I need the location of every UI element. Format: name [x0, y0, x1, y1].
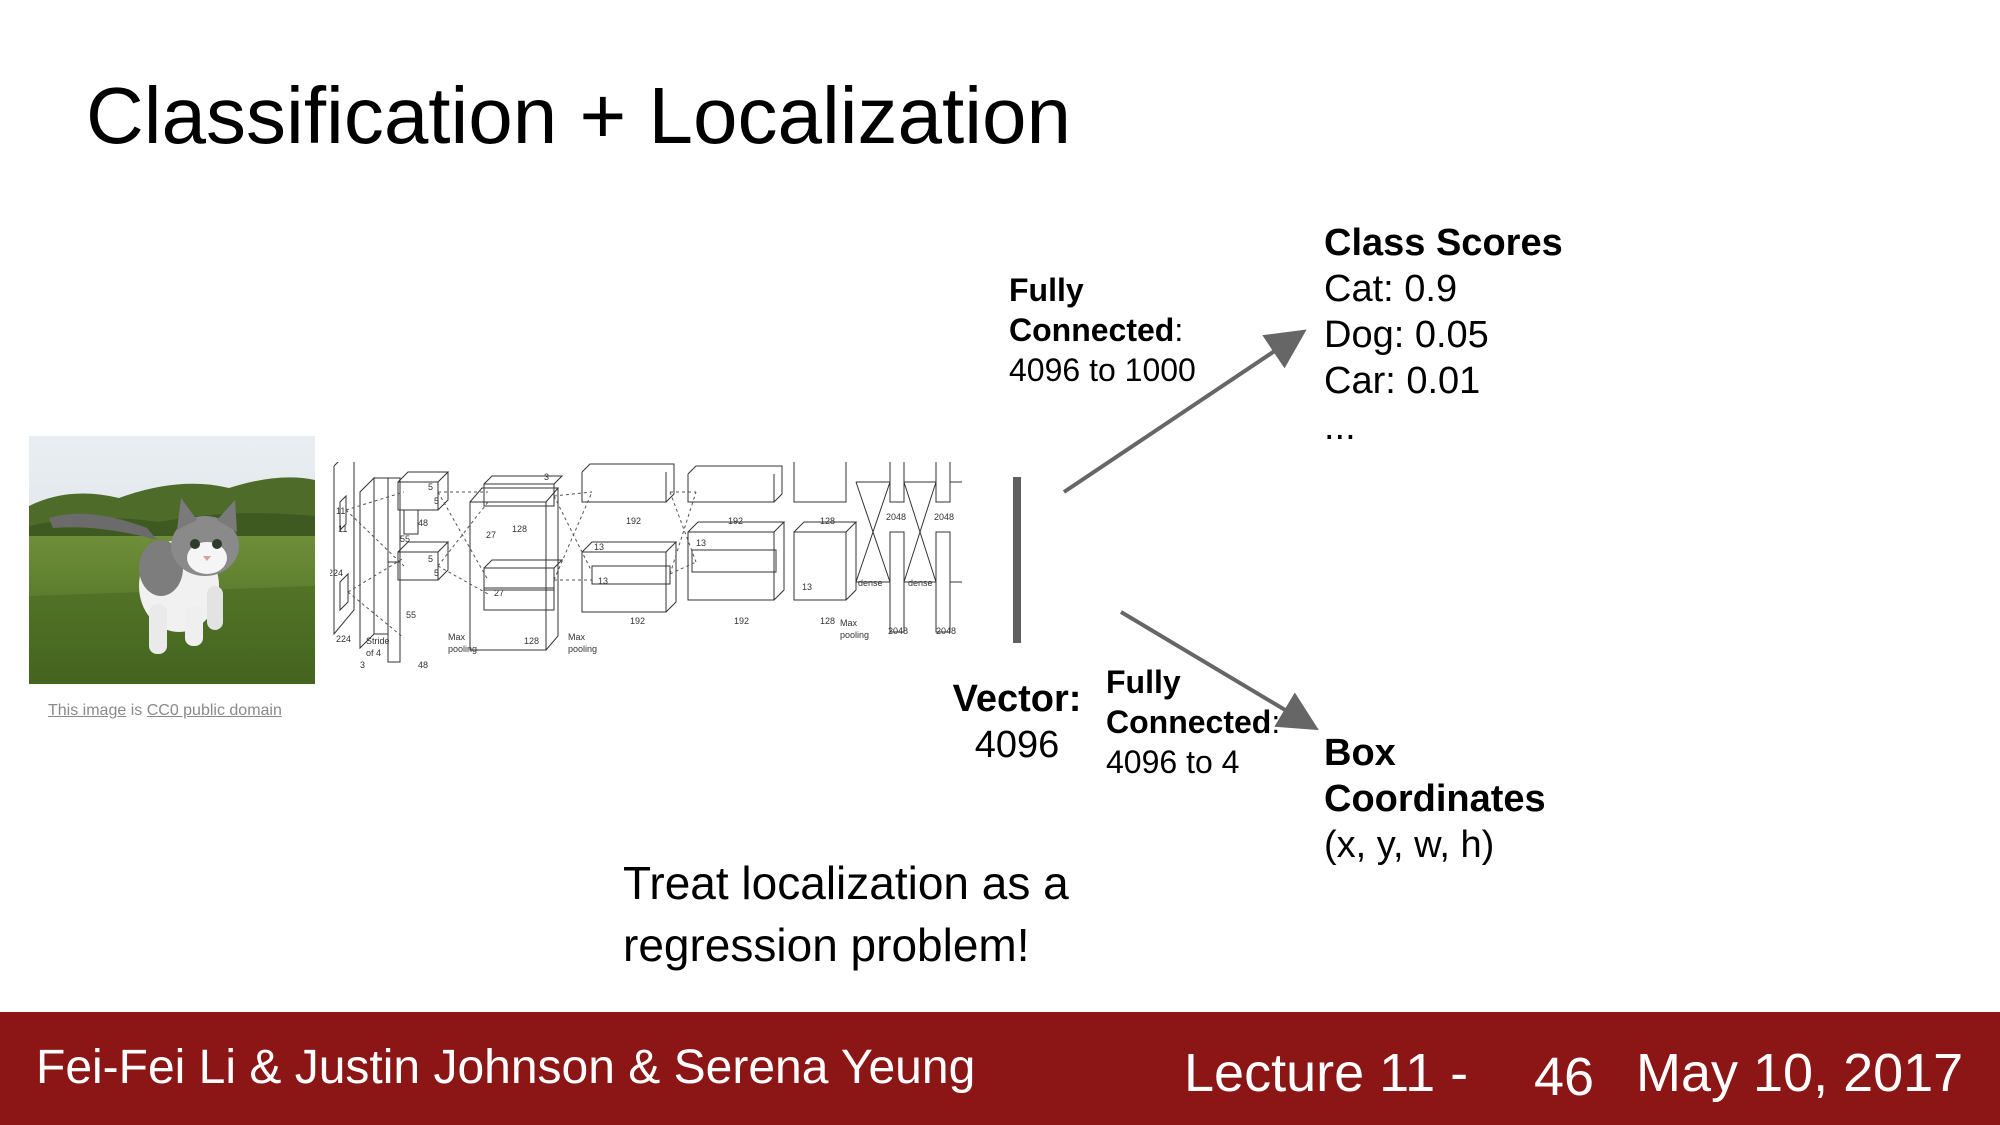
net-label-5d: 5: [434, 568, 439, 578]
fc-classification-label: Fully Connected: 4096 to 1000: [1009, 270, 1196, 390]
net-label-5a: 5: [428, 482, 433, 492]
net-label-27a: 27: [486, 530, 496, 540]
cnn-architecture-diagram: 224 224 11 11 3 Stride of 4 55 55 5 5 5 …: [328, 452, 962, 674]
net-label-dense2: dense: [908, 578, 933, 588]
class-score-item: ...: [1324, 406, 1356, 448]
net-label-13b: 13: [598, 576, 608, 586]
net-label-128a: 128: [512, 524, 527, 534]
class-score-item: Car: 0.01: [1324, 360, 1481, 402]
net-label-2048b: 2048: [934, 512, 954, 522]
class-score-item: Cat: 0.9: [1324, 268, 1458, 310]
net-label-48a: 48: [418, 518, 428, 528]
fc-regression-label: Fully Connected: 4096 to 4: [1106, 662, 1280, 782]
net-label-48b: 48: [418, 660, 428, 670]
net-label-55a: 55: [400, 534, 410, 544]
fc-top-colon: :: [1174, 312, 1184, 348]
box-heading-1: Box: [1324, 732, 1396, 774]
fc-bot-line1: Fully: [1106, 664, 1181, 700]
box-coordinates: Box Coordinates (x, y, w, h): [1324, 730, 1546, 868]
fc-top-line3: 4096 to 1000: [1009, 352, 1196, 388]
license-link[interactable]: CC0 public domain: [146, 702, 282, 719]
net-label-128b: 128: [524, 636, 539, 646]
regression-note: Treat localization as a regression probl…: [623, 852, 1069, 976]
net-label-2048a: 2048: [886, 512, 906, 522]
image-link[interactable]: This image: [48, 702, 127, 719]
net-label-27b: 27: [494, 588, 504, 598]
feature-vector-bar: [1013, 477, 1021, 643]
fc-bot-line3: 4096 to 4: [1106, 744, 1240, 780]
slide-footer: Fei-Fei Li & Justin Johnson & Serena Yeu…: [0, 1012, 2000, 1125]
net-label-192a: 192: [626, 516, 641, 526]
class-score-item: Dog: 0.05: [1324, 314, 1489, 356]
regression-note-line2: regression problem!: [623, 919, 1030, 971]
net-label-128d: 128: [820, 616, 835, 626]
net-label-13a: 13: [594, 542, 604, 552]
vector-label: Vector: 4096: [950, 676, 1084, 768]
footer-date: May 10, 2017: [1636, 1043, 1964, 1103]
net-label-pooling1: pooling: [448, 644, 477, 654]
net-label-13c: 13: [696, 538, 706, 548]
net-label-dense1: dense: [858, 578, 883, 588]
box-value: (x, y, w, h): [1324, 824, 1495, 866]
net-label-maxpool2: Max: [568, 632, 586, 642]
footer-authors: Fei-Fei Li & Justin Johnson & Serena Yeu…: [36, 1041, 976, 1094]
net-label-13d: 13: [802, 582, 812, 592]
net-label-11b: 11: [338, 524, 347, 534]
net-label-pooling2: pooling: [568, 644, 597, 654]
net-label-stride: Stride: [366, 636, 390, 646]
fc-bot-colon: :: [1271, 704, 1281, 740]
net-label-192c: 192: [728, 516, 743, 526]
net-label-3: 3: [360, 660, 365, 670]
regression-note-line1: Treat localization as a: [623, 857, 1069, 909]
vector-heading: Vector:: [952, 678, 1082, 720]
kitten-photo: [29, 436, 315, 684]
net-label-5b: 5: [434, 496, 439, 506]
net-label-224a: 224: [330, 568, 343, 578]
net-label-3b: 3: [544, 472, 549, 482]
image-credit: This image is CC0 public domain: [48, 702, 282, 720]
net-label-2048c: 2048: [888, 626, 908, 636]
net-label-maxpool3: Max: [840, 618, 858, 628]
fc-bot-line2: Connected: [1106, 704, 1272, 740]
net-label-maxpool1: Max: [448, 632, 466, 642]
slide-title: Classification + Localization: [86, 71, 1071, 160]
footer-page-number: 46: [1534, 1047, 1595, 1107]
box-heading-2: Coordinates: [1324, 778, 1546, 820]
net-label-11a: 11: [336, 506, 345, 516]
net-label-192b: 192: [630, 616, 645, 626]
net-label-128c: 128: [820, 516, 835, 526]
credit-middle-text: is: [126, 702, 147, 719]
net-label-192d: 192: [734, 616, 749, 626]
net-label-pooling3: pooling: [840, 630, 869, 640]
class-scores-heading: Class Scores: [1324, 222, 1563, 264]
fc-top-line2: Connected: [1009, 312, 1175, 348]
net-label-55b: 55: [406, 610, 416, 620]
net-label-5c: 5: [428, 554, 433, 564]
net-label-224b: 224: [336, 634, 351, 644]
net-label-of4: of 4: [366, 648, 381, 658]
vector-size: 4096: [974, 724, 1060, 766]
fc-top-line1: Fully: [1009, 272, 1084, 308]
footer-lecture: Lecture 11 -: [1184, 1043, 1469, 1103]
class-scores: Class Scores Cat: 0.9 Dog: 0.05 Car: 0.0…: [1324, 220, 1563, 450]
net-label-2048d: 2048: [936, 626, 956, 636]
